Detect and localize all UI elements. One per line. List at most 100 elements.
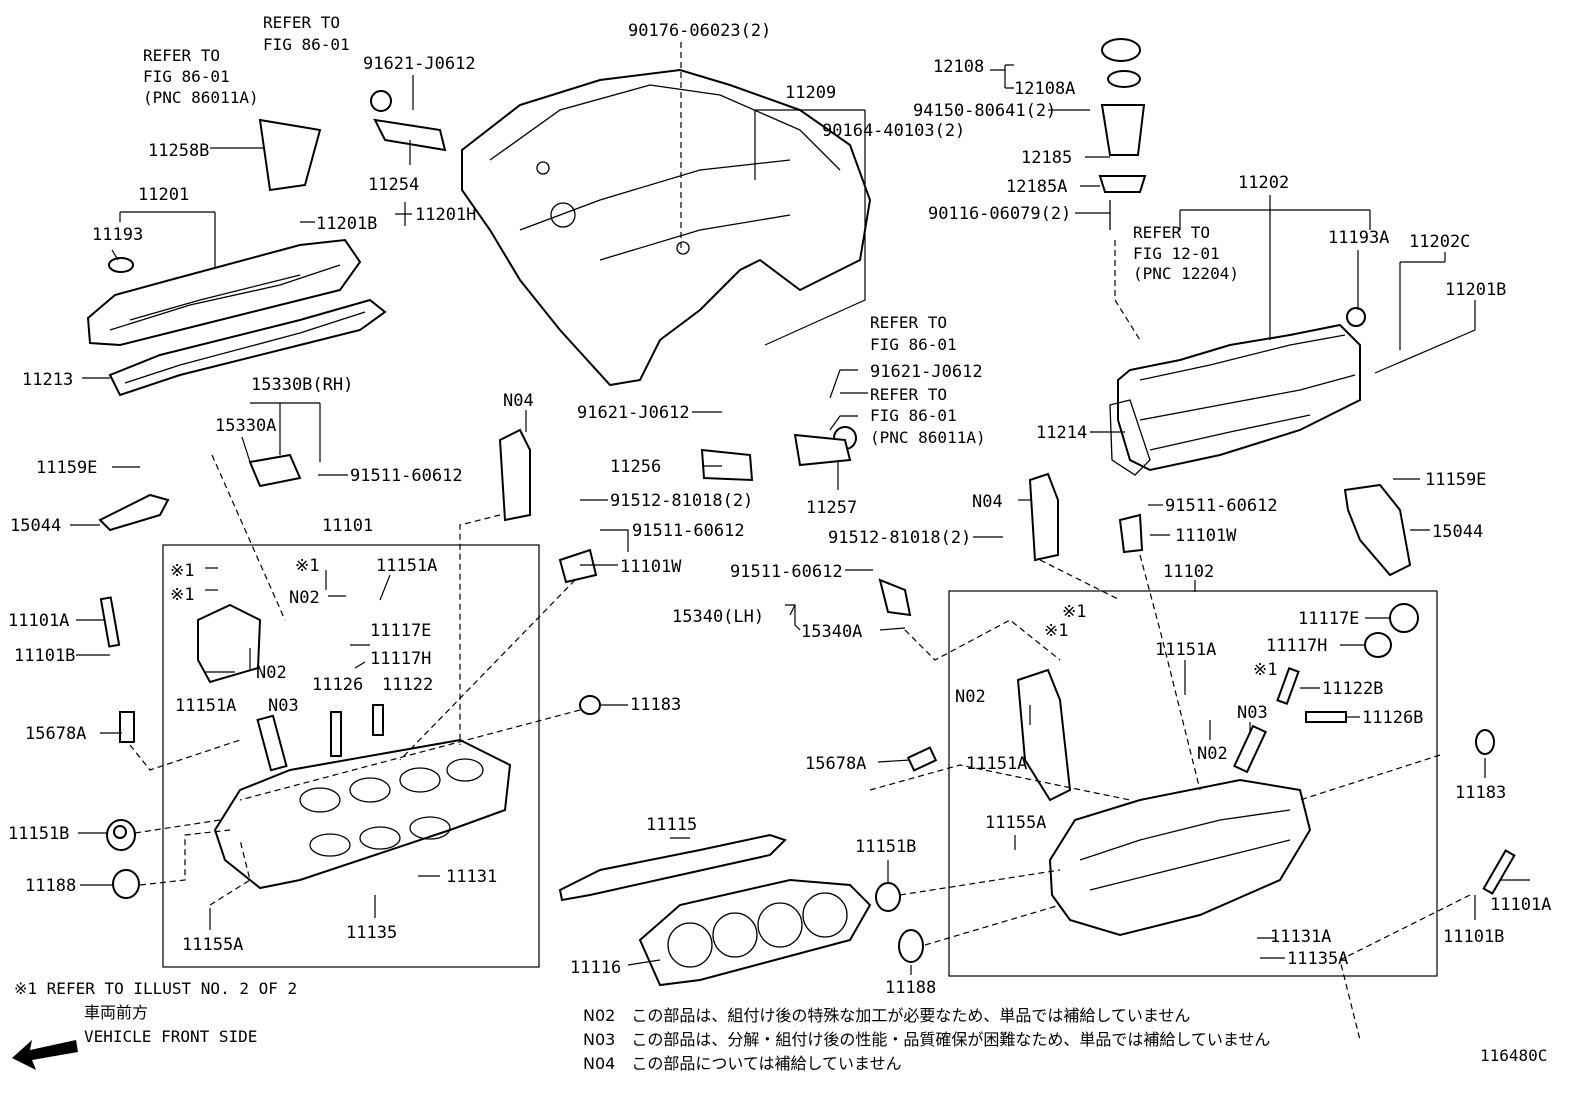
label-11159E-left: 11159E xyxy=(36,458,97,478)
label-N02-3: N02 xyxy=(955,687,986,707)
label-15330A: 15330A xyxy=(215,416,276,436)
label-11201H: 11201H xyxy=(415,205,476,225)
note-n03: N03 この部品は、分解・組付け後の性能・品質確保が困難なため、単品では補給して… xyxy=(583,1030,1270,1049)
refer-pnc12204: (PNC 12204) xyxy=(1133,264,1239,283)
refer-pnc86011A-2: (PNC 86011A) xyxy=(870,428,986,447)
label-11254: 11254 xyxy=(368,175,419,195)
vehicle-front-en: VEHICLE FRONT SIDE xyxy=(84,1027,257,1046)
front-arrow-icon xyxy=(12,1040,78,1070)
label-91621-mid: 91621-J0612 xyxy=(577,403,690,423)
right-cylinder-head-drawing xyxy=(1048,778,1312,937)
label-11213: 11213 xyxy=(22,370,73,390)
star-note: ※1 REFER TO ILLUST NO. 2 OF 2 xyxy=(14,979,297,998)
label-star-1d: ※1 xyxy=(1062,602,1086,622)
label-11101W-right: 11101W xyxy=(1175,526,1237,546)
label-11122: 11122 xyxy=(382,675,433,695)
label-11102: 11102 xyxy=(1163,562,1214,582)
refer-fig86-1: FIG 86-01 xyxy=(263,35,350,54)
label-91511-d: 91511-60612 xyxy=(730,562,843,582)
label-N02-1: N02 xyxy=(289,588,320,608)
refer-to-1: REFER TO xyxy=(263,13,340,32)
engine-cover-drawing xyxy=(461,68,872,387)
label-star-1c: ※1 xyxy=(170,585,194,605)
label-11135: 11135 xyxy=(346,923,397,943)
part-labels: 90176-06023(2) 11209 90164-40103(2) 1210… xyxy=(8,21,1551,998)
label-11151B-right: 11151B xyxy=(855,837,916,857)
label-11116: 11116 xyxy=(570,958,621,978)
label-11126B: 11126B xyxy=(1362,708,1423,728)
label-11122B: 11122B xyxy=(1322,679,1383,699)
label-11183-right: 11183 xyxy=(1455,783,1506,803)
refer-to-2: REFER TO xyxy=(143,46,220,65)
label-11101: 11101 xyxy=(322,516,373,536)
label-11201: 11201 xyxy=(138,185,189,205)
label-11183-left: 11183 xyxy=(630,695,681,715)
label-11188-left: 11188 xyxy=(25,876,76,896)
label-11202: 11202 xyxy=(1238,173,1289,193)
refer-fig86-4: FIG 86-01 xyxy=(870,406,957,425)
label-11117H-left: 11117H xyxy=(370,649,431,669)
note-n04: N04 この部品については補給していません xyxy=(583,1054,902,1073)
label-11151B-left: 11151B xyxy=(8,824,69,844)
label-11131: 11131 xyxy=(446,867,497,887)
group-box-11102 xyxy=(948,590,1438,977)
label-11101W-left: 11101W xyxy=(620,557,682,577)
label-11214: 11214 xyxy=(1036,423,1087,443)
label-11193: 11193 xyxy=(92,225,143,245)
label-N03-right: N03 xyxy=(1237,703,1268,723)
label-11188-right: 11188 xyxy=(885,978,936,998)
left-cylinder-head-drawing xyxy=(213,738,512,890)
label-15044-right: 15044 xyxy=(1432,522,1483,542)
refer-fig12: FIG 12-01 xyxy=(1133,244,1220,263)
label-11151A-right: 11151A xyxy=(1155,640,1216,660)
part-drawings xyxy=(86,38,1516,987)
label-12108: 12108 xyxy=(933,57,984,77)
label-star-1b: ※1 xyxy=(170,561,194,581)
label-12108A: 12108A xyxy=(1014,79,1075,99)
label-11258B: 11258B xyxy=(148,141,209,161)
label-11101A-right: 11101A xyxy=(1490,895,1551,915)
label-11155A-left: 11155A xyxy=(182,935,243,955)
label-N02-2: N02 xyxy=(256,663,287,683)
footer-notes: ※1 REFER TO ILLUST NO. 2 OF 2 車両前方 VEHIC… xyxy=(12,979,1547,1073)
label-11151A-1: 11151A xyxy=(376,556,437,576)
reference-notes: REFER TO FIG 86-01 REFER TO FIG 86-01 (P… xyxy=(143,13,1239,447)
left-valve-cover-drawing xyxy=(86,238,362,347)
label-91511-c: 91511-60612 xyxy=(1165,496,1278,516)
refer-to-4: REFER TO xyxy=(870,313,947,332)
label-11159E-right: 11159E xyxy=(1425,470,1486,490)
label-11257: 11257 xyxy=(806,498,857,518)
refer-fig86-3: FIG 86-01 xyxy=(870,335,957,354)
label-11126: 11126 xyxy=(312,675,363,695)
label-N03-left: N03 xyxy=(268,696,299,716)
note-n02: N02 この部品は、組付け後の特殊な加工が必要なため、単品では補給していません xyxy=(583,1006,1190,1025)
right-valve-cover-drawing xyxy=(1117,323,1361,472)
refer-to-5: REFER TO xyxy=(870,385,947,404)
label-star-1a: ※1 xyxy=(295,556,319,576)
label-N04-left: N04 xyxy=(503,391,534,411)
label-90116: 90116-06079(2) xyxy=(928,204,1071,224)
label-star-1f: ※1 xyxy=(1253,660,1277,680)
label-12185: 12185 xyxy=(1021,148,1072,168)
label-11155A-right: 11155A xyxy=(985,813,1046,833)
label-15044-left: 15044 xyxy=(10,516,61,536)
figure-id: 116480C xyxy=(1480,1046,1547,1065)
label-91621-top: 91621-J0612 xyxy=(363,54,476,74)
label-91511-a: 91511-60612 xyxy=(350,466,463,486)
label-15330B: 15330B(RH) xyxy=(251,375,353,395)
label-11202C: 11202C xyxy=(1409,232,1470,252)
label-15678A-left: 15678A xyxy=(25,724,86,744)
label-11117E-left: 11117E xyxy=(370,621,431,641)
label-91512-left: 91512-81018(2) xyxy=(610,491,753,511)
label-91511-b: 91511-60612 xyxy=(632,521,745,541)
label-11201B-right: 11201B xyxy=(1445,280,1506,300)
label-94150: 94150-80641(2) xyxy=(913,101,1056,121)
label-11115: 11115 xyxy=(646,815,697,835)
label-N04-right: N04 xyxy=(972,492,1003,512)
label-11101B-right: 11101B xyxy=(1443,927,1504,947)
head-gasket-drawing xyxy=(638,878,872,987)
refer-pnc86011A-1: (PNC 86011A) xyxy=(143,88,259,107)
label-15340A: 15340A xyxy=(801,622,862,642)
label-15678A-right: 15678A xyxy=(805,754,866,774)
